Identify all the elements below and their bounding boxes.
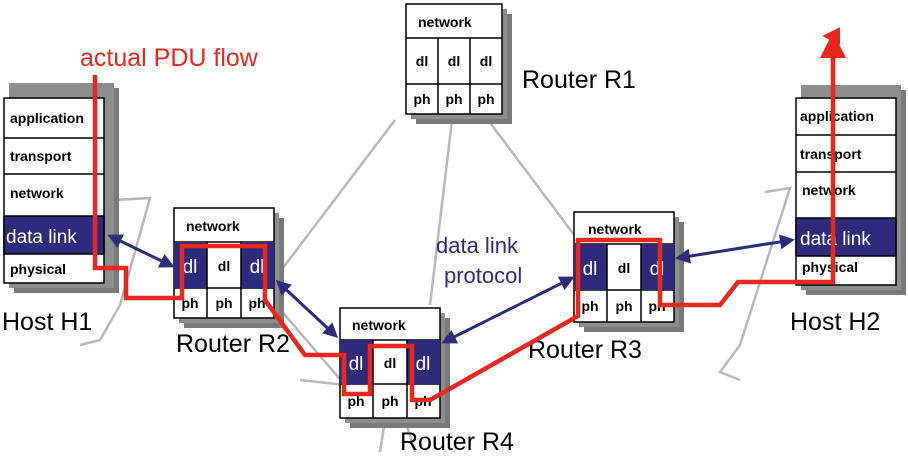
r1-ph-1: ph — [413, 91, 430, 107]
r2-dl-right: dl — [250, 257, 265, 278]
h2-data-link: data link — [800, 229, 871, 250]
r1-dl-3: dl — [480, 53, 492, 69]
pdu-flow-label: actual PDU flow — [80, 44, 259, 72]
router-r2: network dl dl dl ph ph ph — [173, 207, 284, 328]
link-r1-r3 — [487, 119, 579, 241]
r3-network-label: network — [588, 221, 642, 237]
h1-data-link: data link — [6, 227, 77, 248]
router-r1-label: Router R1 — [522, 66, 636, 94]
arrow-r3-h2 — [675, 234, 795, 264]
r4-ph-2: ph — [381, 393, 398, 409]
bracket-h1 — [79, 196, 152, 347]
h1-physical: physical — [10, 261, 66, 277]
r4-dl-left: dl — [349, 354, 364, 375]
h1-network: network — [10, 185, 64, 201]
h2-network: network — [802, 182, 856, 198]
router-r1: network dl dl dl ph ph ph — [405, 3, 512, 124]
pdu-flow-path — [92, 32, 836, 403]
r2-ph-2: ph — [215, 295, 232, 311]
h1-application: application — [10, 110, 84, 126]
h1-transport: transport — [10, 148, 72, 164]
r1-ph-3: ph — [477, 91, 494, 107]
router-r4-label: Router R4 — [400, 428, 514, 456]
r1-network-label: network — [418, 14, 472, 30]
host-h2: application transport network data link … — [795, 85, 906, 295]
r4-dl-mid: dl — [384, 355, 396, 371]
protocol-label-line2: protocol — [444, 263, 522, 288]
host-h1-label: Host H1 — [2, 308, 92, 336]
bracket-h2 — [718, 186, 792, 382]
r3-ph-2: ph — [615, 298, 632, 314]
protocol-arrows — [107, 234, 795, 344]
r1-dl-1: dl — [416, 53, 428, 69]
arrow-r2-r4 — [275, 279, 339, 339]
r2-network-label: network — [186, 218, 240, 234]
r2-ph-1: ph — [181, 295, 198, 311]
host-h1: application transport network data link … — [3, 83, 119, 293]
r1-dl-2: dl — [448, 53, 460, 69]
r3-dl-left: dl — [583, 259, 598, 280]
arrow-r4-r3 — [441, 276, 575, 344]
host-h2-label: Host H2 — [790, 308, 880, 336]
r4-network-label: network — [352, 317, 406, 333]
h2-application: application — [800, 108, 874, 124]
router-r3: network dl dl dl ph ph ph — [573, 211, 684, 332]
r3-dl-mid: dl — [618, 260, 630, 276]
protocol-label-line1: data link — [436, 233, 519, 258]
link-r1-r2 — [269, 119, 396, 286]
r2-dl-mid: dl — [218, 258, 230, 274]
pdu-flow-arrow-tip — [820, 32, 846, 58]
r1-ph-2: ph — [445, 91, 462, 107]
r4-ph-1: ph — [347, 393, 364, 409]
h2-physical: physical — [802, 259, 858, 275]
r2-ph-3: ph — [248, 295, 265, 311]
arrow-h1-r2 — [107, 234, 175, 268]
router-r2-label: Router R2 — [176, 330, 290, 358]
r3-ph-1: ph — [581, 298, 598, 314]
router-r3-label: Router R3 — [528, 336, 642, 364]
router-r4: network dl dl dl ph ph ph — [339, 307, 450, 428]
r2-dl-left: dl — [183, 257, 198, 278]
link-r1-r4a — [428, 119, 454, 306]
r4-dl-right: dl — [416, 354, 431, 375]
